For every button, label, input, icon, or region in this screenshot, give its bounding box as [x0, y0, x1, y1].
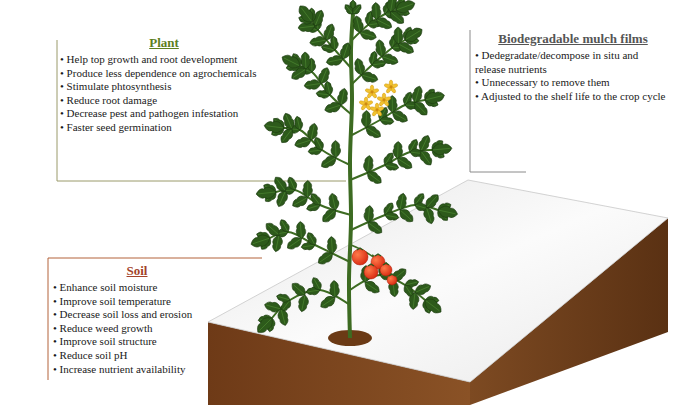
leaflet [336, 87, 349, 106]
leaflet [289, 280, 308, 299]
leaflet [303, 180, 313, 197]
bullet-item: • Adjusted to the shelf life to the crop… [475, 90, 671, 104]
leaflet [263, 120, 284, 134]
leaflet [380, 52, 399, 67]
leaflet [300, 52, 311, 70]
leaflet [295, 221, 306, 239]
leaflet [305, 231, 319, 247]
leaflet [297, 294, 310, 313]
leaflet [371, 2, 382, 19]
leaflet [254, 314, 276, 336]
leaflet [397, 206, 416, 225]
box-heading: Plant [60, 34, 268, 51]
leaflet [393, 141, 403, 158]
leaflet [390, 108, 410, 125]
leaflet [293, 115, 304, 130]
leaflet [280, 52, 303, 71]
bullet-item: • Enhance soil moisture [53, 281, 221, 295]
bullet-item: • Unnecessary to remove them [475, 76, 671, 90]
leaflet [263, 300, 282, 314]
mulch-film [208, 180, 668, 382]
leaflet [422, 206, 436, 225]
leaflet [437, 204, 459, 219]
tomato [364, 265, 378, 279]
leaflet [323, 80, 334, 95]
bullet-item: • Stimulate phtosynthesis [60, 80, 268, 94]
leaflet [338, 41, 353, 60]
leaflet [395, 154, 415, 171]
bullet-item: • Reduce weed growth [53, 322, 221, 336]
tomato-plant [249, 0, 459, 338]
leaflet [359, 28, 378, 42]
leaflet [384, 161, 399, 172]
leaflet [326, 236, 337, 254]
leaflet [275, 292, 291, 304]
leaflet [306, 122, 319, 141]
mulch-benefits-box: Biodegradable mulch films • Dedegradate/d… [475, 30, 671, 103]
flower [384, 80, 398, 94]
flower [359, 97, 373, 111]
leaflet [278, 218, 292, 234]
flower [365, 85, 379, 99]
tomato [380, 264, 392, 276]
leaflet [274, 189, 290, 208]
leaflet [384, 211, 399, 222]
leaflet [365, 219, 384, 237]
leaflet [256, 186, 277, 199]
leaflet [360, 70, 379, 84]
flower [370, 103, 384, 117]
leaflet [327, 192, 340, 211]
leaflet [361, 110, 371, 127]
bullet-item: • Decrease soil loss and erosion [53, 308, 221, 322]
plant-benefits-box: Plant • Help top growth and root developm… [60, 34, 268, 135]
bullet-item: • Reduce soil pH [53, 349, 221, 363]
leaflet [422, 295, 445, 316]
plant-leader [57, 40, 346, 181]
bullet-item: • Reduce root damage [60, 94, 268, 108]
leaflet [363, 155, 375, 173]
leaflet [286, 176, 299, 192]
leaflet [402, 25, 425, 45]
leaflet [295, 3, 316, 26]
leaflet [417, 134, 433, 153]
bullet-item: • Faster seed germination [60, 121, 268, 135]
leaflet [271, 234, 284, 253]
bullet-item: • Dedegradate/decompose in situ and rele… [475, 49, 671, 76]
leaflet [395, 192, 408, 211]
tomato [352, 249, 368, 265]
leaflet [329, 280, 340, 298]
leaflet [317, 66, 332, 85]
flower [377, 93, 391, 107]
bullet-item: • Improve soil structure [53, 335, 221, 349]
leaflet [393, 27, 403, 44]
leaflet [322, 22, 337, 41]
soil-leader [48, 258, 262, 380]
leaflet [431, 143, 452, 156]
leaflet [310, 276, 324, 292]
leaflet [303, 79, 321, 91]
box-heading: Soil [53, 262, 221, 279]
leaflet [365, 169, 384, 187]
leaflet [394, 0, 417, 15]
box-heading: Biodegradable mulch films [475, 30, 671, 47]
leaflet [331, 140, 341, 157]
leaflet [363, 205, 374, 223]
leaflet [408, 292, 420, 310]
leaflet [249, 233, 272, 250]
leaflet [380, 116, 395, 126]
tomato [387, 275, 397, 285]
leaflet [363, 123, 383, 140]
leaflet [350, 3, 363, 17]
bullet-item: • Decrease pest and pathogen infestation [60, 107, 268, 121]
bullet-item: • Improve soil temperature [53, 295, 221, 309]
leaflet [410, 85, 424, 104]
bullet-item: • Produce less dependence on agrochemica… [60, 67, 268, 81]
leaflet [362, 278, 382, 295]
bullet-item: • Increase nutrient availability [53, 363, 221, 377]
soil-benefits-box: Soil• Enhance soil moisture• Improve soi… [53, 262, 221, 376]
leaflet [424, 90, 446, 106]
bullet-item: • Help top growth and root development [60, 53, 268, 67]
